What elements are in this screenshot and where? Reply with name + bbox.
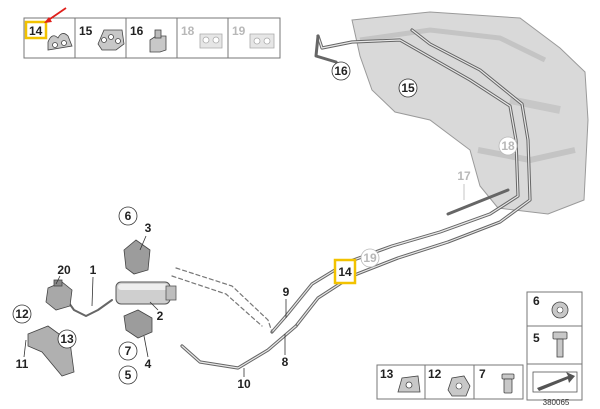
callout-15[interactable]: 15 bbox=[398, 78, 418, 98]
strip-label-16: 16 bbox=[130, 24, 144, 38]
callout-2[interactable]: 2 bbox=[149, 301, 164, 323]
double-clip-icon bbox=[199, 33, 223, 49]
svg-text:7: 7 bbox=[479, 367, 486, 381]
strip-part-15[interactable]: 15 bbox=[79, 24, 125, 51]
highlight-box bbox=[24, 20, 48, 40]
strip-label-15: 15 bbox=[79, 24, 93, 38]
svg-text:3: 3 bbox=[145, 221, 152, 235]
callout-5[interactable]: 5 bbox=[118, 365, 138, 385]
callout-12[interactable]: 12 bbox=[12, 304, 32, 324]
callout-6-upper[interactable]: 6 bbox=[118, 206, 138, 226]
strip-part-19[interactable]: 19 bbox=[232, 24, 275, 49]
legend-part-6[interactable]: 6 bbox=[533, 294, 569, 319]
legend-right: 6 5 bbox=[526, 291, 583, 401]
svg-text:17: 17 bbox=[457, 169, 471, 183]
lower-bracket bbox=[123, 309, 153, 339]
clip-icon bbox=[397, 375, 421, 393]
callout-1[interactable]: 1 bbox=[90, 263, 97, 307]
rivet-nut-icon bbox=[501, 373, 515, 394]
legend-part-7[interactable]: 7 bbox=[479, 367, 515, 394]
strip-label-18: 18 bbox=[181, 24, 195, 38]
single-clip-icon bbox=[249, 33, 275, 49]
legend-part-5[interactable]: 5 bbox=[533, 331, 568, 358]
svg-text:14: 14 bbox=[338, 265, 352, 279]
svg-text:6: 6 bbox=[533, 294, 540, 308]
callout-11[interactable]: 11 bbox=[16, 339, 29, 371]
callout-16[interactable]: 16 bbox=[331, 61, 351, 81]
svg-text:8: 8 bbox=[282, 355, 289, 369]
callout-13[interactable]: 13 bbox=[57, 329, 77, 349]
fuel-filter bbox=[115, 281, 177, 305]
svg-text:18: 18 bbox=[501, 139, 515, 153]
direction-arrow-icon bbox=[532, 371, 578, 393]
bolt-icon bbox=[552, 331, 568, 358]
fuel-tank bbox=[351, 11, 589, 215]
svg-text:16: 16 bbox=[334, 64, 348, 78]
callout-19[interactable]: 19 bbox=[360, 248, 380, 268]
strip-part-16[interactable]: 16 bbox=[130, 24, 167, 53]
svg-text:7: 7 bbox=[125, 344, 132, 358]
svg-text:19: 19 bbox=[363, 251, 377, 265]
legend-bottom: 13 12 7 bbox=[376, 364, 524, 400]
upper-bracket bbox=[123, 239, 151, 275]
svg-text:13: 13 bbox=[60, 332, 74, 346]
svg-text:11: 11 bbox=[16, 357, 29, 371]
twin-clip-icon bbox=[47, 33, 73, 51]
callout-20[interactable]: 20 bbox=[55, 263, 71, 285]
callout-3[interactable]: 3 bbox=[139, 221, 152, 251]
pointer-arrow-icon bbox=[44, 7, 67, 23]
highlight-box bbox=[333, 258, 357, 285]
callout-8[interactable]: 8 bbox=[282, 334, 289, 369]
diagram-reference: 380065 bbox=[543, 398, 570, 407]
callout-9[interactable]: 9 bbox=[283, 285, 290, 318]
quad-clip-icon bbox=[97, 29, 125, 51]
callout-10[interactable]: 10 bbox=[237, 368, 251, 391]
callout-14[interactable]: 14 bbox=[333, 258, 357, 285]
svg-text:12: 12 bbox=[428, 367, 442, 381]
strip-label-14: 14 bbox=[29, 24, 43, 38]
nut-icon bbox=[447, 375, 471, 397]
bracket-clip-icon bbox=[149, 29, 167, 53]
svg-text:5: 5 bbox=[125, 368, 132, 382]
svg-text:2: 2 bbox=[157, 309, 164, 323]
callout-4[interactable]: 4 bbox=[143, 335, 152, 371]
svg-text:6: 6 bbox=[125, 209, 132, 223]
svg-text:10: 10 bbox=[237, 377, 251, 391]
svg-text:12: 12 bbox=[15, 307, 29, 321]
legend-part-13[interactable]: 13 bbox=[380, 367, 421, 393]
strip-part-18[interactable]: 18 bbox=[181, 24, 223, 49]
svg-text:5: 5 bbox=[533, 331, 540, 345]
strip-label-19: 19 bbox=[232, 24, 246, 38]
valve-20 bbox=[45, 279, 73, 311]
callout-17[interactable]: 17 bbox=[457, 169, 471, 200]
svg-text:1: 1 bbox=[90, 263, 97, 277]
svg-text:20: 20 bbox=[57, 263, 71, 277]
svg-text:4: 4 bbox=[145, 357, 152, 371]
svg-text:13: 13 bbox=[380, 367, 394, 381]
legend-part-12[interactable]: 12 bbox=[428, 367, 471, 397]
callout-18[interactable]: 18 bbox=[498, 136, 518, 156]
svg-text:15: 15 bbox=[401, 81, 415, 95]
callout-7[interactable]: 7 bbox=[118, 341, 138, 361]
strip-part-14[interactable]: 14 bbox=[24, 20, 73, 51]
svg-text:9: 9 bbox=[283, 285, 290, 299]
parts-strip: 14 15 16 bbox=[23, 7, 281, 59]
lock-washer-icon bbox=[551, 301, 569, 319]
